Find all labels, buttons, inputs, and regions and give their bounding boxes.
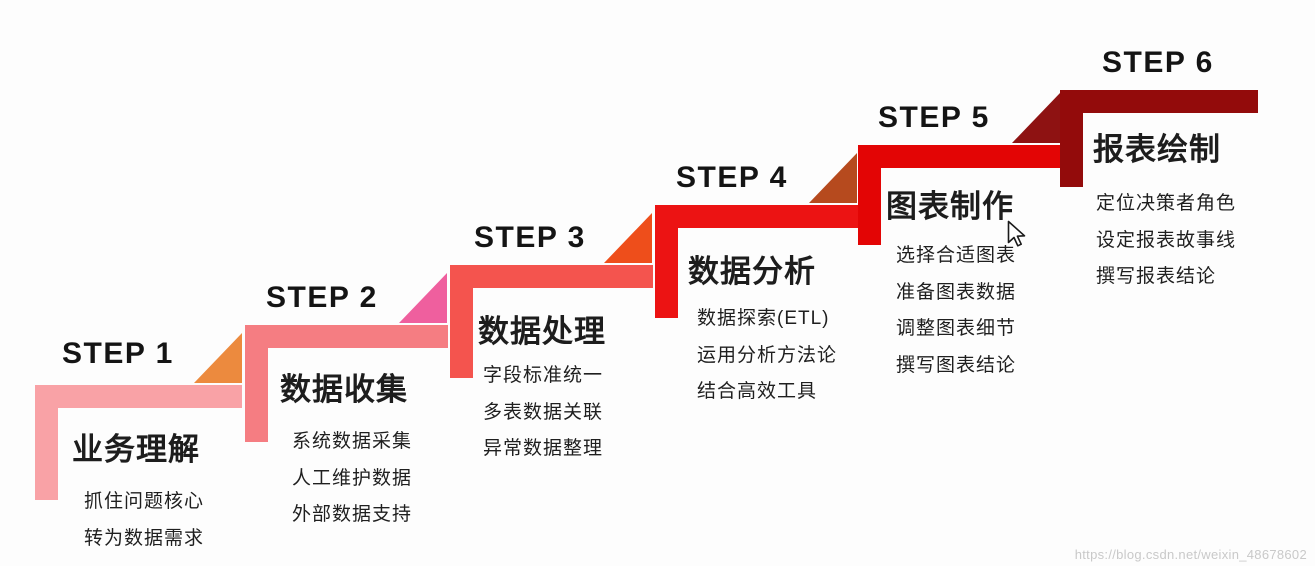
step-2-arrow-triangle — [399, 273, 447, 323]
step-1-title: 业务理解 — [72, 432, 200, 467]
step-5-detail: 调整图表细节 — [896, 318, 1017, 339]
step-4-detail: 运用分析方法论 — [697, 344, 838, 366]
step-3-bar — [450, 265, 653, 288]
step-4-bar-leg — [655, 205, 678, 318]
step-1-arrow-triangle — [194, 333, 242, 383]
step-3-detail: 字段标准统一 — [483, 365, 604, 386]
step-3-detail: 异常数据整理 — [483, 438, 604, 459]
step-6-details: 定位决策者角色 设定报表故事线 撰写报表结论 — [1096, 186, 1236, 296]
step-6-bar-leg — [1060, 90, 1083, 187]
step-3-bar-leg — [450, 265, 473, 378]
step-4-detail: 数据探索(ETL) — [697, 308, 830, 329]
step-1-details: 抓住问题核心 转为数据需求 — [84, 484, 204, 557]
step-5-details: 选择合适图表 准备图表数据 调整图表细节 撰写图表结论 — [896, 238, 1016, 384]
step-1-detail: 转为数据需求 — [84, 527, 205, 549]
step-5-detail: 撰写图表结论 — [896, 354, 1017, 376]
step-2-label: STEP 2 — [266, 281, 378, 314]
step-3-details: 字段标准统一 多表数据关联 异常数据整理 — [483, 358, 603, 468]
step-6-label: STEP 6 — [1102, 46, 1214, 79]
step-5-bar — [858, 145, 1061, 168]
step-5-label: STEP 5 — [878, 101, 990, 134]
step-6-title: 报表绘制 — [1093, 132, 1221, 167]
step-6-bar — [1060, 90, 1258, 113]
mouse-pointer-arrow-icon — [1007, 220, 1026, 247]
step-2-detail: 人工维护数据 — [292, 467, 413, 489]
step-2-details: 系统数据采集 人工维护数据 外部数据支持 — [292, 424, 412, 534]
step-3-label: STEP 3 — [474, 221, 586, 254]
step-3-title: 数据处理 — [478, 314, 606, 349]
step-6-detail: 撰写报表结论 — [1096, 266, 1217, 287]
step-5-detail: 准备图表数据 — [896, 281, 1017, 303]
step-2-bar-leg — [245, 325, 268, 442]
step-6-detail: 定位决策者角色 — [1096, 193, 1237, 214]
step-1-bar-leg — [35, 385, 58, 500]
step-1-detail: 抓住问题核心 — [84, 491, 205, 512]
step-5-title: 图表制作 — [886, 189, 1014, 224]
step-4-arrow-triangle — [809, 153, 857, 203]
step-2-detail: 外部数据支持 — [292, 504, 413, 525]
step-4-detail: 结合高效工具 — [697, 381, 818, 402]
step-4-details: 数据探索(ETL) 运用分析方法论 结合高效工具 — [697, 301, 837, 411]
step-1-label: STEP 1 — [62, 337, 174, 370]
step-4-bar — [655, 205, 858, 228]
step-1-bar — [35, 385, 242, 408]
step-5-bar-leg — [858, 145, 881, 245]
step-4-label: STEP 4 — [676, 161, 788, 194]
step-4-title: 数据分析 — [688, 254, 816, 289]
step-5-arrow-triangle — [1012, 93, 1060, 143]
step-5-detail: 选择合适图表 — [896, 245, 1017, 266]
step-2-detail: 系统数据采集 — [292, 431, 413, 452]
step-3-arrow-triangle — [604, 213, 652, 263]
step-2-bar — [245, 325, 448, 348]
step-3-detail: 多表数据关联 — [483, 401, 604, 423]
step-2-title: 数据收集 — [280, 372, 408, 407]
watermark-url: https://blog.csdn.net/weixin_48678602 — [1074, 547, 1307, 562]
step-6-detail: 设定报表故事线 — [1096, 229, 1237, 251]
